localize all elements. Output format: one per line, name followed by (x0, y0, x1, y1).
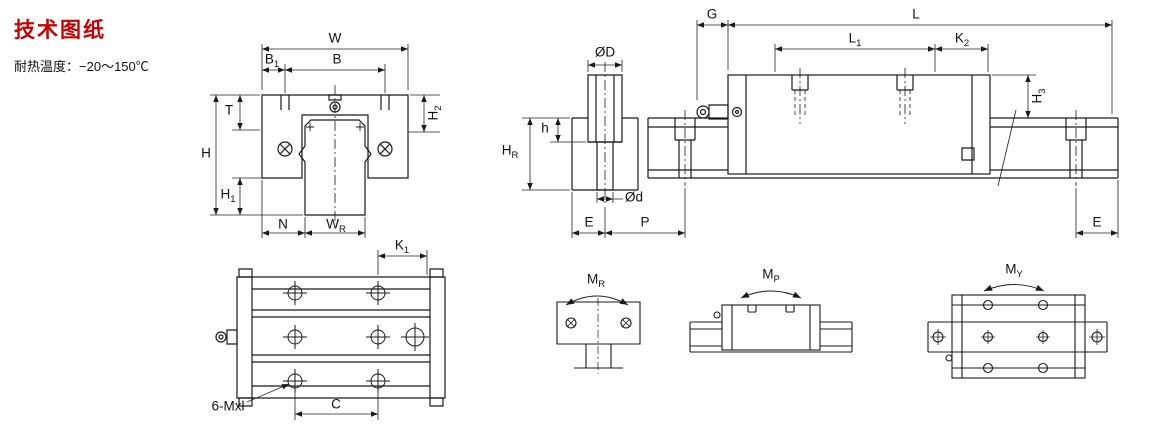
dim-label-h-small: h (541, 120, 549, 136)
top-view-holes (283, 281, 429, 393)
moment-label-mp: MP (762, 266, 780, 286)
side-view-block-centerlines (799, 68, 906, 124)
side-view-rail-centerlines (684, 110, 1077, 186)
front-view-drawing (210, 44, 440, 238)
moment-yaw-view (927, 284, 1108, 379)
dim-label-p: P (640, 214, 650, 230)
temperature-value: −20～150℃ (79, 59, 149, 74)
top-view-drawing (215, 250, 446, 420)
dim-label-6mxl: 6-Mxl (211, 398, 245, 414)
page-title: 技术图纸 (14, 19, 106, 42)
front-view-outline (261, 94, 409, 216)
temperature-label: 耐热温度： (14, 59, 80, 74)
side-view-bolt-detail (571, 74, 639, 191)
dim-label-k1: K1 (394, 237, 410, 257)
moment-label-mr: MR (586, 271, 606, 291)
dim-label-b: B (332, 51, 342, 67)
dim-label-n: N (278, 216, 288, 232)
side-view-block (696, 74, 991, 175)
dim-label-h1: H1 (220, 186, 236, 206)
top-view-outline (215, 268, 446, 407)
dim-label-e-right: E (1092, 214, 1102, 230)
dim-label-k2: K2 (954, 30, 970, 50)
top-view-dimensions (246, 250, 428, 420)
dim-label-h: H (201, 145, 211, 161)
front-view-dimensions (210, 44, 440, 238)
moment-views (556, 284, 1108, 379)
side-view-drawing (522, 20, 1119, 238)
dim-label-h2: H2 (425, 105, 445, 121)
temperature-note: 耐热温度：−20～150℃ (14, 56, 149, 75)
dim-label-h3: H3 (1029, 88, 1049, 104)
dim-label-od-low: Ød (624, 189, 644, 205)
dim-label-e-left: E (584, 214, 594, 230)
dim-label-l1: L1 (848, 30, 862, 50)
dim-label-w: W (328, 30, 342, 46)
moment-label-my: MY (1005, 261, 1023, 281)
side-view-dimensions (522, 20, 1119, 238)
dim-label-g: G (706, 6, 718, 22)
dim-label-l: L (912, 6, 920, 22)
dim-label-c: C (331, 396, 341, 412)
dim-label-t: T (224, 102, 234, 118)
moment-pitch-view (689, 290, 853, 353)
dim-label-wr: WR (326, 216, 346, 236)
dim-label-hr: HR (501, 142, 519, 162)
dim-label-od-cap: ØD (594, 44, 616, 60)
moment-roll-view (556, 295, 641, 374)
dim-label-b1: B1 (264, 51, 280, 71)
